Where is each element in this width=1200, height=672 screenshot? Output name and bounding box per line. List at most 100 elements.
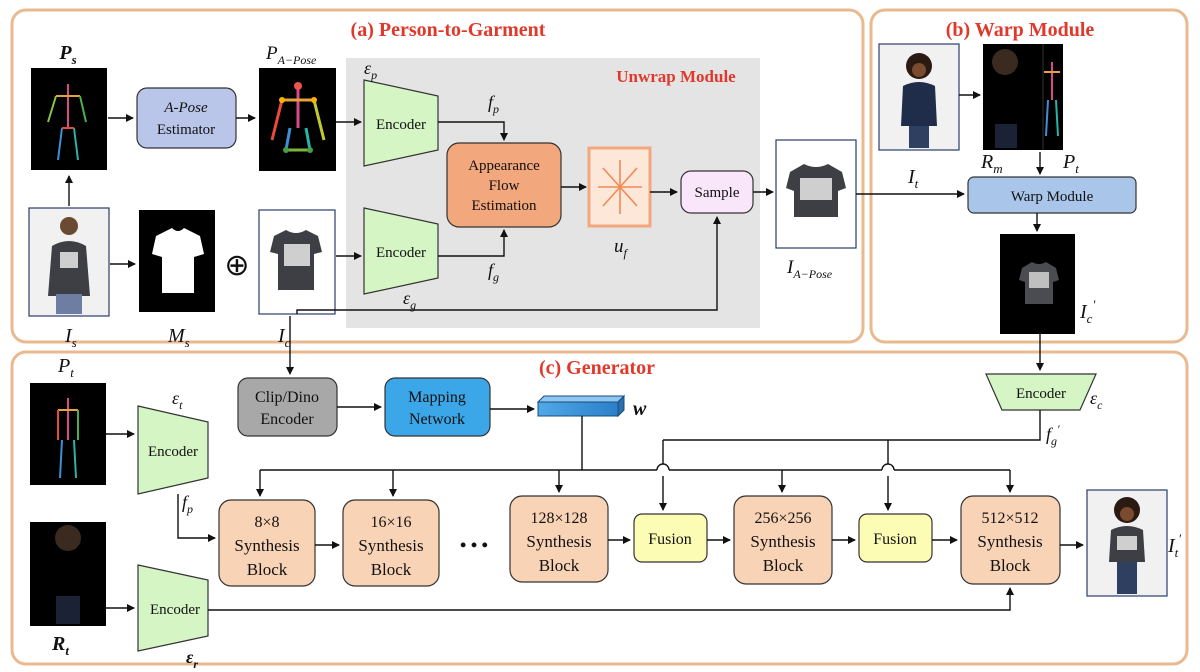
apose-estimator-block — [136, 87, 237, 149]
section-b-frame — [869, 8, 1189, 344]
synth-256-res: 256×256 — [754, 510, 811, 527]
encoder-g-block — [363, 207, 439, 295]
iapose-garment-image — [775, 139, 857, 249]
synth-256-word2: Block — [763, 556, 804, 575]
appearance-label-3: Estimation — [472, 198, 537, 214]
ellipsis-dots: • • • — [460, 535, 488, 555]
eps-r-label: εr — [186, 647, 198, 671]
section-a-frame — [10, 8, 865, 344]
skeleton-icon — [47, 84, 87, 161]
ms-mask-image — [139, 210, 215, 312]
synthesis-block-16: 16×16 Synthesis Block — [342, 499, 440, 587]
section-c-frame — [10, 350, 1189, 666]
papose-label: PA−Pose — [265, 43, 317, 67]
synth-16-word1: Synthesis — [358, 536, 423, 555]
eps-p-label: εp — [364, 58, 377, 82]
encoder-p-label: Encoder — [376, 117, 426, 133]
encoder-r-block — [137, 564, 209, 652]
ms-label: Ms — [167, 325, 190, 350]
encoder-t-block — [137, 405, 209, 495]
warp-module-block — [967, 176, 1137, 214]
eps-t-label: εt — [172, 388, 183, 412]
synth-128-res: 128×128 — [530, 510, 587, 527]
clip-label-1: Clip/Dino — [255, 389, 319, 406]
synth-8-res: 8×8 — [254, 514, 279, 531]
is-person-image — [28, 207, 110, 317]
synth-16-word2: Block — [371, 560, 412, 579]
synth-128-word1: Synthesis — [526, 532, 591, 551]
sample-label: Sample — [695, 185, 740, 201]
section-c-title: (c) Generator — [539, 357, 655, 379]
ic-garment-image — [258, 209, 336, 315]
fg-prime-label: fg′ — [1046, 422, 1060, 448]
it-person-image — [878, 43, 960, 151]
encoder-p-block — [363, 79, 439, 167]
warp-module-label: Warp Module — [1011, 189, 1094, 205]
it-label: It — [907, 166, 919, 191]
mapping-network-block — [384, 377, 491, 437]
pt-skeleton-image — [30, 383, 106, 485]
apose-estimator-label-2: Estimator — [157, 122, 215, 138]
mapping-label-1: Mapping — [408, 389, 466, 406]
fusion-1-label: Fusion — [648, 531, 692, 548]
it-prime-output-image — [1086, 489, 1168, 597]
synth-512-word2: Block — [990, 556, 1031, 575]
encoder-c-block — [985, 373, 1097, 411]
synth-128-word2: Block — [539, 556, 580, 575]
iapose-label: IA−Pose — [786, 257, 833, 281]
appearance-label-2: Flow — [489, 178, 520, 194]
garment-photo-icon — [270, 230, 322, 290]
synth-512-word1: Synthesis — [977, 532, 1042, 551]
apose-estimator-label-1: A-Pose — [163, 100, 208, 116]
fusion-block-1: Fusion — [633, 513, 708, 563]
ps-skeleton-image — [31, 68, 107, 170]
synthesis-block-128: 128×128 Synthesis Block — [509, 495, 609, 583]
rm-label: Rm — [980, 151, 1003, 176]
ic-prime-label: Ic′ — [1079, 297, 1095, 326]
flow-field-icon — [587, 146, 652, 228]
it-prime-label: It′ — [1167, 531, 1181, 560]
synthesis-block-8: 8×8 Synthesis Block — [218, 499, 316, 587]
feature-vector-icon — [536, 394, 626, 418]
w-label: w — [633, 398, 647, 420]
section-a-title: (a) Person-to-Garment — [351, 19, 546, 41]
encoder-c-label: Encoder — [1016, 386, 1066, 402]
fusion-2-label: Fusion — [873, 531, 917, 548]
fp-label-top: fp — [488, 92, 499, 116]
synthesis-block-512: 512×512 Synthesis Block — [960, 495, 1061, 585]
encoder-g-label: Encoder — [376, 245, 426, 261]
eps-g-label: εg — [403, 288, 416, 312]
fusion-block-2: Fusion — [858, 513, 933, 563]
papose-skeleton-image — [259, 68, 336, 171]
synth-8-word2: Block — [247, 560, 288, 579]
uf-label: uf — [614, 236, 629, 260]
section-b-title: (b) Warp Module — [946, 19, 1095, 41]
pt-label-b: Pt — [1062, 151, 1079, 176]
mapping-label-2: Network — [409, 411, 465, 428]
synth-8-word1: Synthesis — [234, 536, 299, 555]
fp-label-c: fp — [182, 492, 193, 516]
rt-image — [30, 522, 106, 626]
is-label: Is — [64, 325, 77, 350]
ps-label: Ps — [58, 42, 76, 67]
appearance-flow-block — [446, 142, 562, 228]
clip-label-2: Encoder — [260, 411, 314, 428]
synth-256-word1: Synthesis — [750, 532, 815, 551]
rt-label: Rt — [51, 633, 69, 658]
unwrap-module-title: Unwrap Module — [616, 67, 736, 86]
eps-c-label: εc — [1090, 388, 1103, 412]
fg-label-top: fg — [488, 260, 499, 284]
ic-prime-image — [1000, 234, 1075, 334]
ic-label: Ic — [277, 325, 291, 350]
appearance-label-1: Appearance — [468, 158, 540, 174]
encoder-r-label: Encoder — [150, 602, 200, 618]
encoder-t-label: Encoder — [148, 444, 198, 460]
pt-label-c: Pt — [57, 355, 74, 380]
person-photo-icon — [48, 217, 90, 314]
oplus-symbol: ⊕ — [224, 249, 249, 282]
rm-pt-image — [983, 44, 1063, 150]
synth-512-res: 512×512 — [981, 510, 1038, 527]
synthesis-block-256: 256×256 Synthesis Block — [733, 495, 833, 585]
synth-16-res: 16×16 — [370, 514, 411, 531]
